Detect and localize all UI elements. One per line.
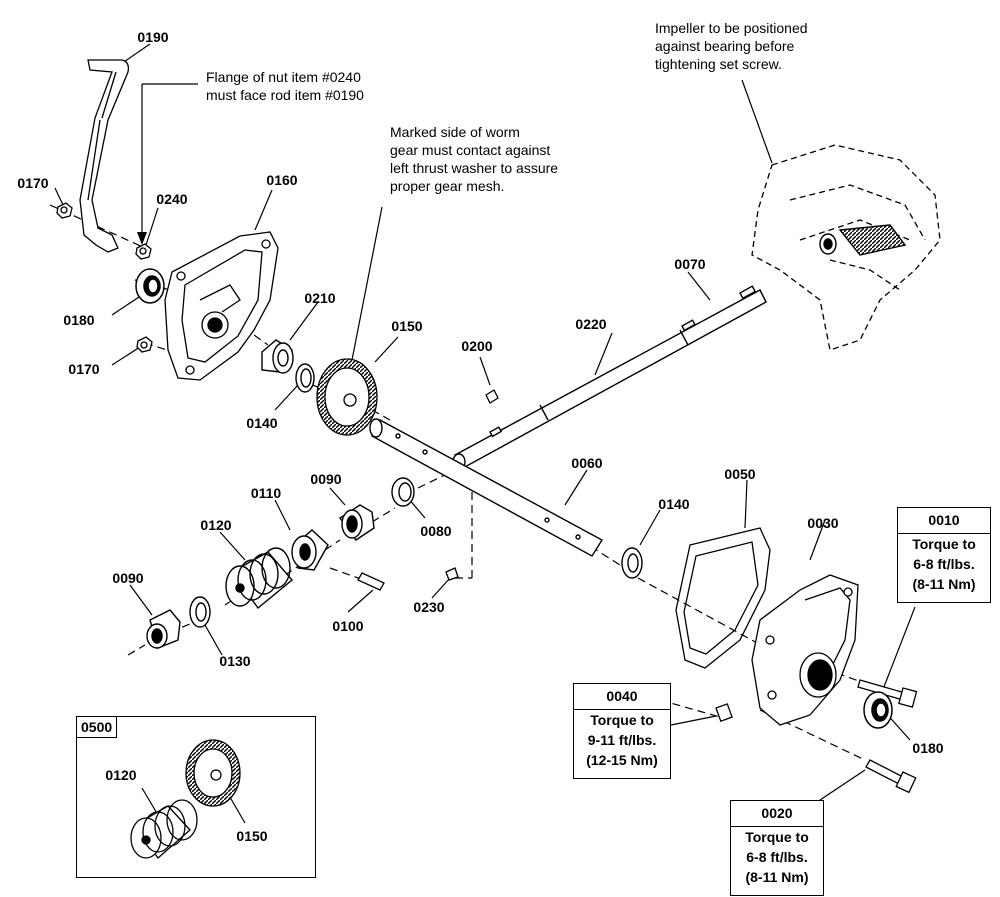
torque-box-id: 0010	[898, 508, 990, 534]
part-label-0170: 0170	[17, 175, 49, 191]
part-label-0200: 0200	[461, 338, 493, 354]
washer-0140-left	[295, 363, 315, 393]
part-label-0230: 0230	[413, 599, 445, 615]
worm-gear-note-line: left thrust washer to assure	[390, 160, 559, 176]
bushing-0090-upper	[338, 504, 375, 541]
housing-0030	[751, 574, 859, 726]
part-label-0140: 0140	[658, 496, 690, 512]
flange-note-arrow	[137, 232, 147, 245]
worm-gear-note-line: Marked side of worm	[390, 124, 520, 140]
torque-box-line: 6-8 ft/lbs.	[913, 556, 975, 572]
small-nuts	[56, 202, 153, 353]
part-label-0160: 0160	[266, 172, 298, 188]
washer-0140-right	[621, 547, 643, 579]
torque-box-line: 6-8 ft/lbs.	[746, 849, 808, 865]
shaft-0060	[369, 418, 603, 557]
key-0230	[445, 567, 459, 581]
flange-note-line: must face rod item #0190	[206, 87, 364, 103]
part-label-0180: 0180	[63, 312, 95, 328]
flange-note-line: Flange of nut item #0240	[206, 69, 361, 85]
part-label-0090: 0090	[112, 570, 144, 586]
part-label-0120: 0120	[105, 767, 137, 783]
torque-box-0040: 0040 Torque to 9-11 ft/lbs. (12-15 Nm)	[573, 683, 671, 779]
worm-0120	[225, 547, 293, 610]
seal-0180-right	[863, 691, 893, 729]
impeller-note-line: tightening set screw.	[655, 56, 782, 72]
collar-0110	[291, 529, 329, 571]
torque-box-0010: 0010 Torque to 6-8 ft/lbs. (8-11 Nm)	[897, 507, 991, 603]
torque-box-line: 9-11 ft/lbs.	[587, 732, 657, 748]
part-label-0180: 0180	[912, 740, 944, 756]
part-label-0070: 0070	[674, 256, 706, 272]
impeller-note: Impeller to be positioned against bearin…	[655, 19, 808, 73]
part-label-0060: 0060	[571, 455, 603, 471]
torque-box-id: 0040	[574, 684, 670, 710]
leader-lines	[54, 43, 916, 824]
torque-box-0020: 0020 Torque to 6-8 ft/lbs. (8-11 Nm)	[730, 800, 824, 896]
worm-gear-note: Marked side of worm gear must contact ag…	[390, 123, 558, 195]
part-label-0110: 0110	[250, 485, 282, 501]
part-label-0190: 0190	[137, 29, 169, 45]
part-label-0050: 0050	[724, 466, 756, 482]
part-label-0120: 0120	[200, 517, 232, 533]
shaft-0220	[452, 285, 767, 471]
impeller-note-line: against bearing before	[655, 38, 795, 54]
part-label-0130: 0130	[219, 653, 251, 669]
part-label-0090: 0090	[310, 471, 342, 487]
worm-gear-0150	[316, 358, 378, 436]
impeller-note-line: Impeller to be positioned	[655, 20, 808, 36]
key-0200	[485, 389, 499, 404]
impeller-phantom	[751, 144, 941, 351]
pin-0100	[357, 572, 385, 591]
part-label-0080: 0080	[420, 523, 452, 539]
torque-box-line: Torque to	[912, 536, 976, 552]
torque-box-line: Torque to	[590, 712, 654, 728]
part-label-0150: 0150	[391, 318, 423, 334]
rod-0190	[79, 59, 130, 253]
housing-0160	[164, 231, 279, 381]
seal-0180-left	[135, 268, 165, 304]
bearing-0210	[261, 339, 294, 374]
part-label-0170: 0170	[68, 361, 100, 377]
torque-box-line: (12-15 Nm)	[586, 752, 658, 768]
washer-0080	[391, 477, 415, 507]
torque-box-line: (8-11 Nm)	[745, 869, 809, 885]
part-label-0210: 0210	[304, 290, 336, 306]
part-label-0140: 0140	[246, 415, 278, 431]
kit-0500-parts	[130, 739, 241, 859]
gasket-0050	[675, 527, 771, 669]
kit-id-label: 0500	[77, 717, 118, 738]
part-label-0100: 0100	[332, 618, 364, 634]
impeller-hub	[819, 224, 907, 256]
kit-0500-frame: 0500	[76, 716, 316, 878]
worm-gear-note-line: gear must contact against	[390, 142, 551, 158]
flange-note: Flange of nut item #0240 must face rod i…	[206, 68, 364, 104]
part-label-0030: 0030	[807, 515, 839, 531]
washer-0130	[189, 596, 211, 628]
worm-gear-note-line: proper gear mesh.	[390, 178, 505, 194]
part-label-0240: 0240	[156, 191, 188, 207]
part-label-0220: 0220	[575, 316, 607, 332]
bushing-0090-lower	[146, 609, 181, 649]
torque-box-line: Torque to	[745, 829, 809, 845]
part-label-0150: 0150	[236, 828, 268, 844]
torque-box-id: 0020	[731, 801, 823, 827]
torque-box-line: (8-11 Nm)	[912, 576, 976, 592]
bolts	[715, 679, 918, 794]
